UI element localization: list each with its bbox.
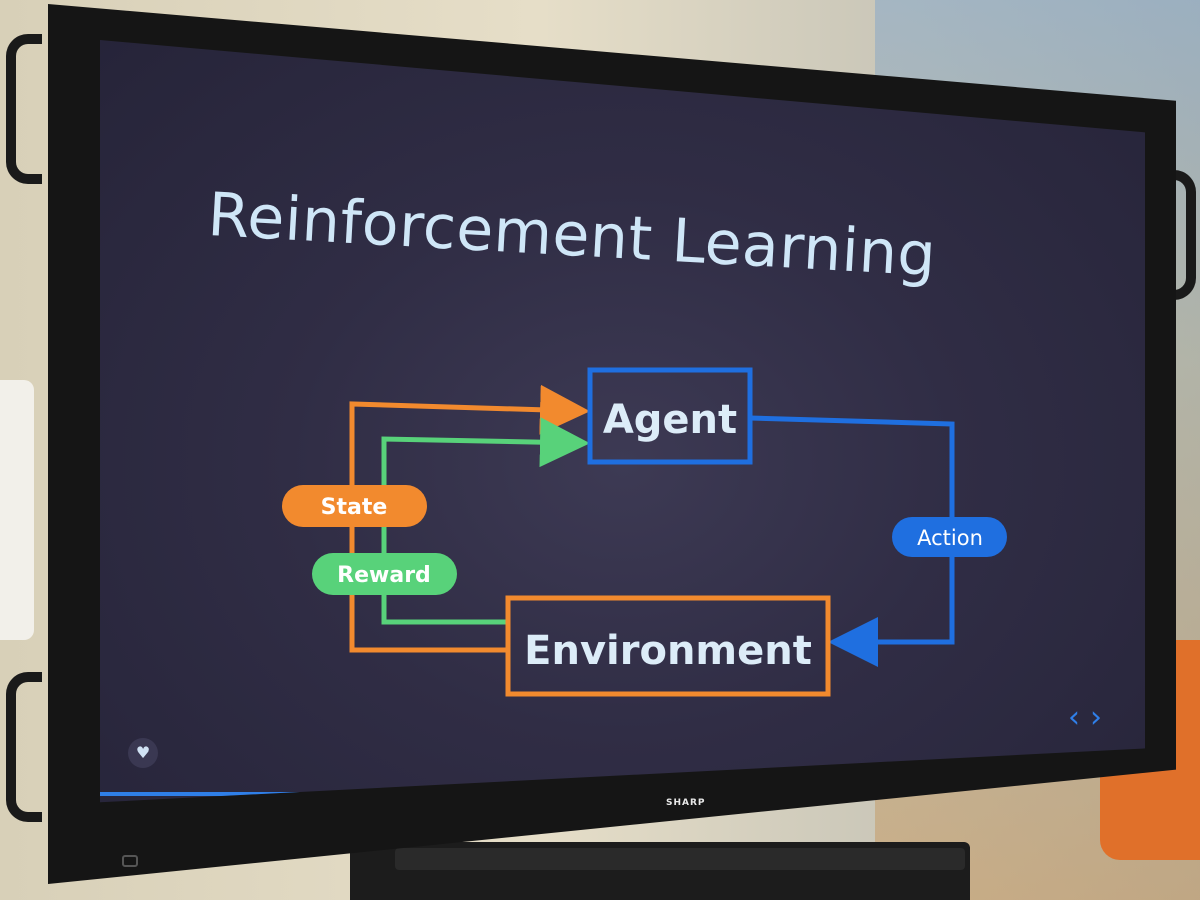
environment-label: Environment — [524, 628, 812, 674]
monitor-brand-logo: SHARP — [666, 798, 706, 808]
agent-node — [587, 367, 753, 465]
action-pill — [892, 517, 1007, 557]
reward-label: Reward — [337, 563, 431, 588]
action-label: Action — [917, 526, 983, 550]
rl-diagram: Agent Environment State Reward Action — [282, 367, 1007, 697]
reward-edge — [381, 417, 590, 625]
monitor-handle-top-left — [6, 34, 42, 184]
power-button[interactable] — [122, 855, 138, 867]
monitor-handle-bottom-left — [6, 672, 42, 822]
background-cloth — [0, 380, 34, 640]
slide-navigation: ‹› — [1068, 700, 1112, 735]
monitor-stand-bar — [395, 848, 965, 870]
heart-icon[interactable]: ♥ — [128, 738, 158, 768]
environment-node — [505, 595, 831, 697]
presentation-screen: Reinforcement Learning Agent Environment — [100, 40, 1145, 803]
state-pill — [282, 485, 427, 527]
reward-pill — [312, 553, 457, 595]
agent-label: Agent — [603, 397, 737, 443]
state-label: State — [321, 495, 388, 520]
chevron-right-icon[interactable]: › — [1090, 700, 1112, 735]
chevron-left-icon[interactable]: ‹ — [1068, 700, 1090, 735]
